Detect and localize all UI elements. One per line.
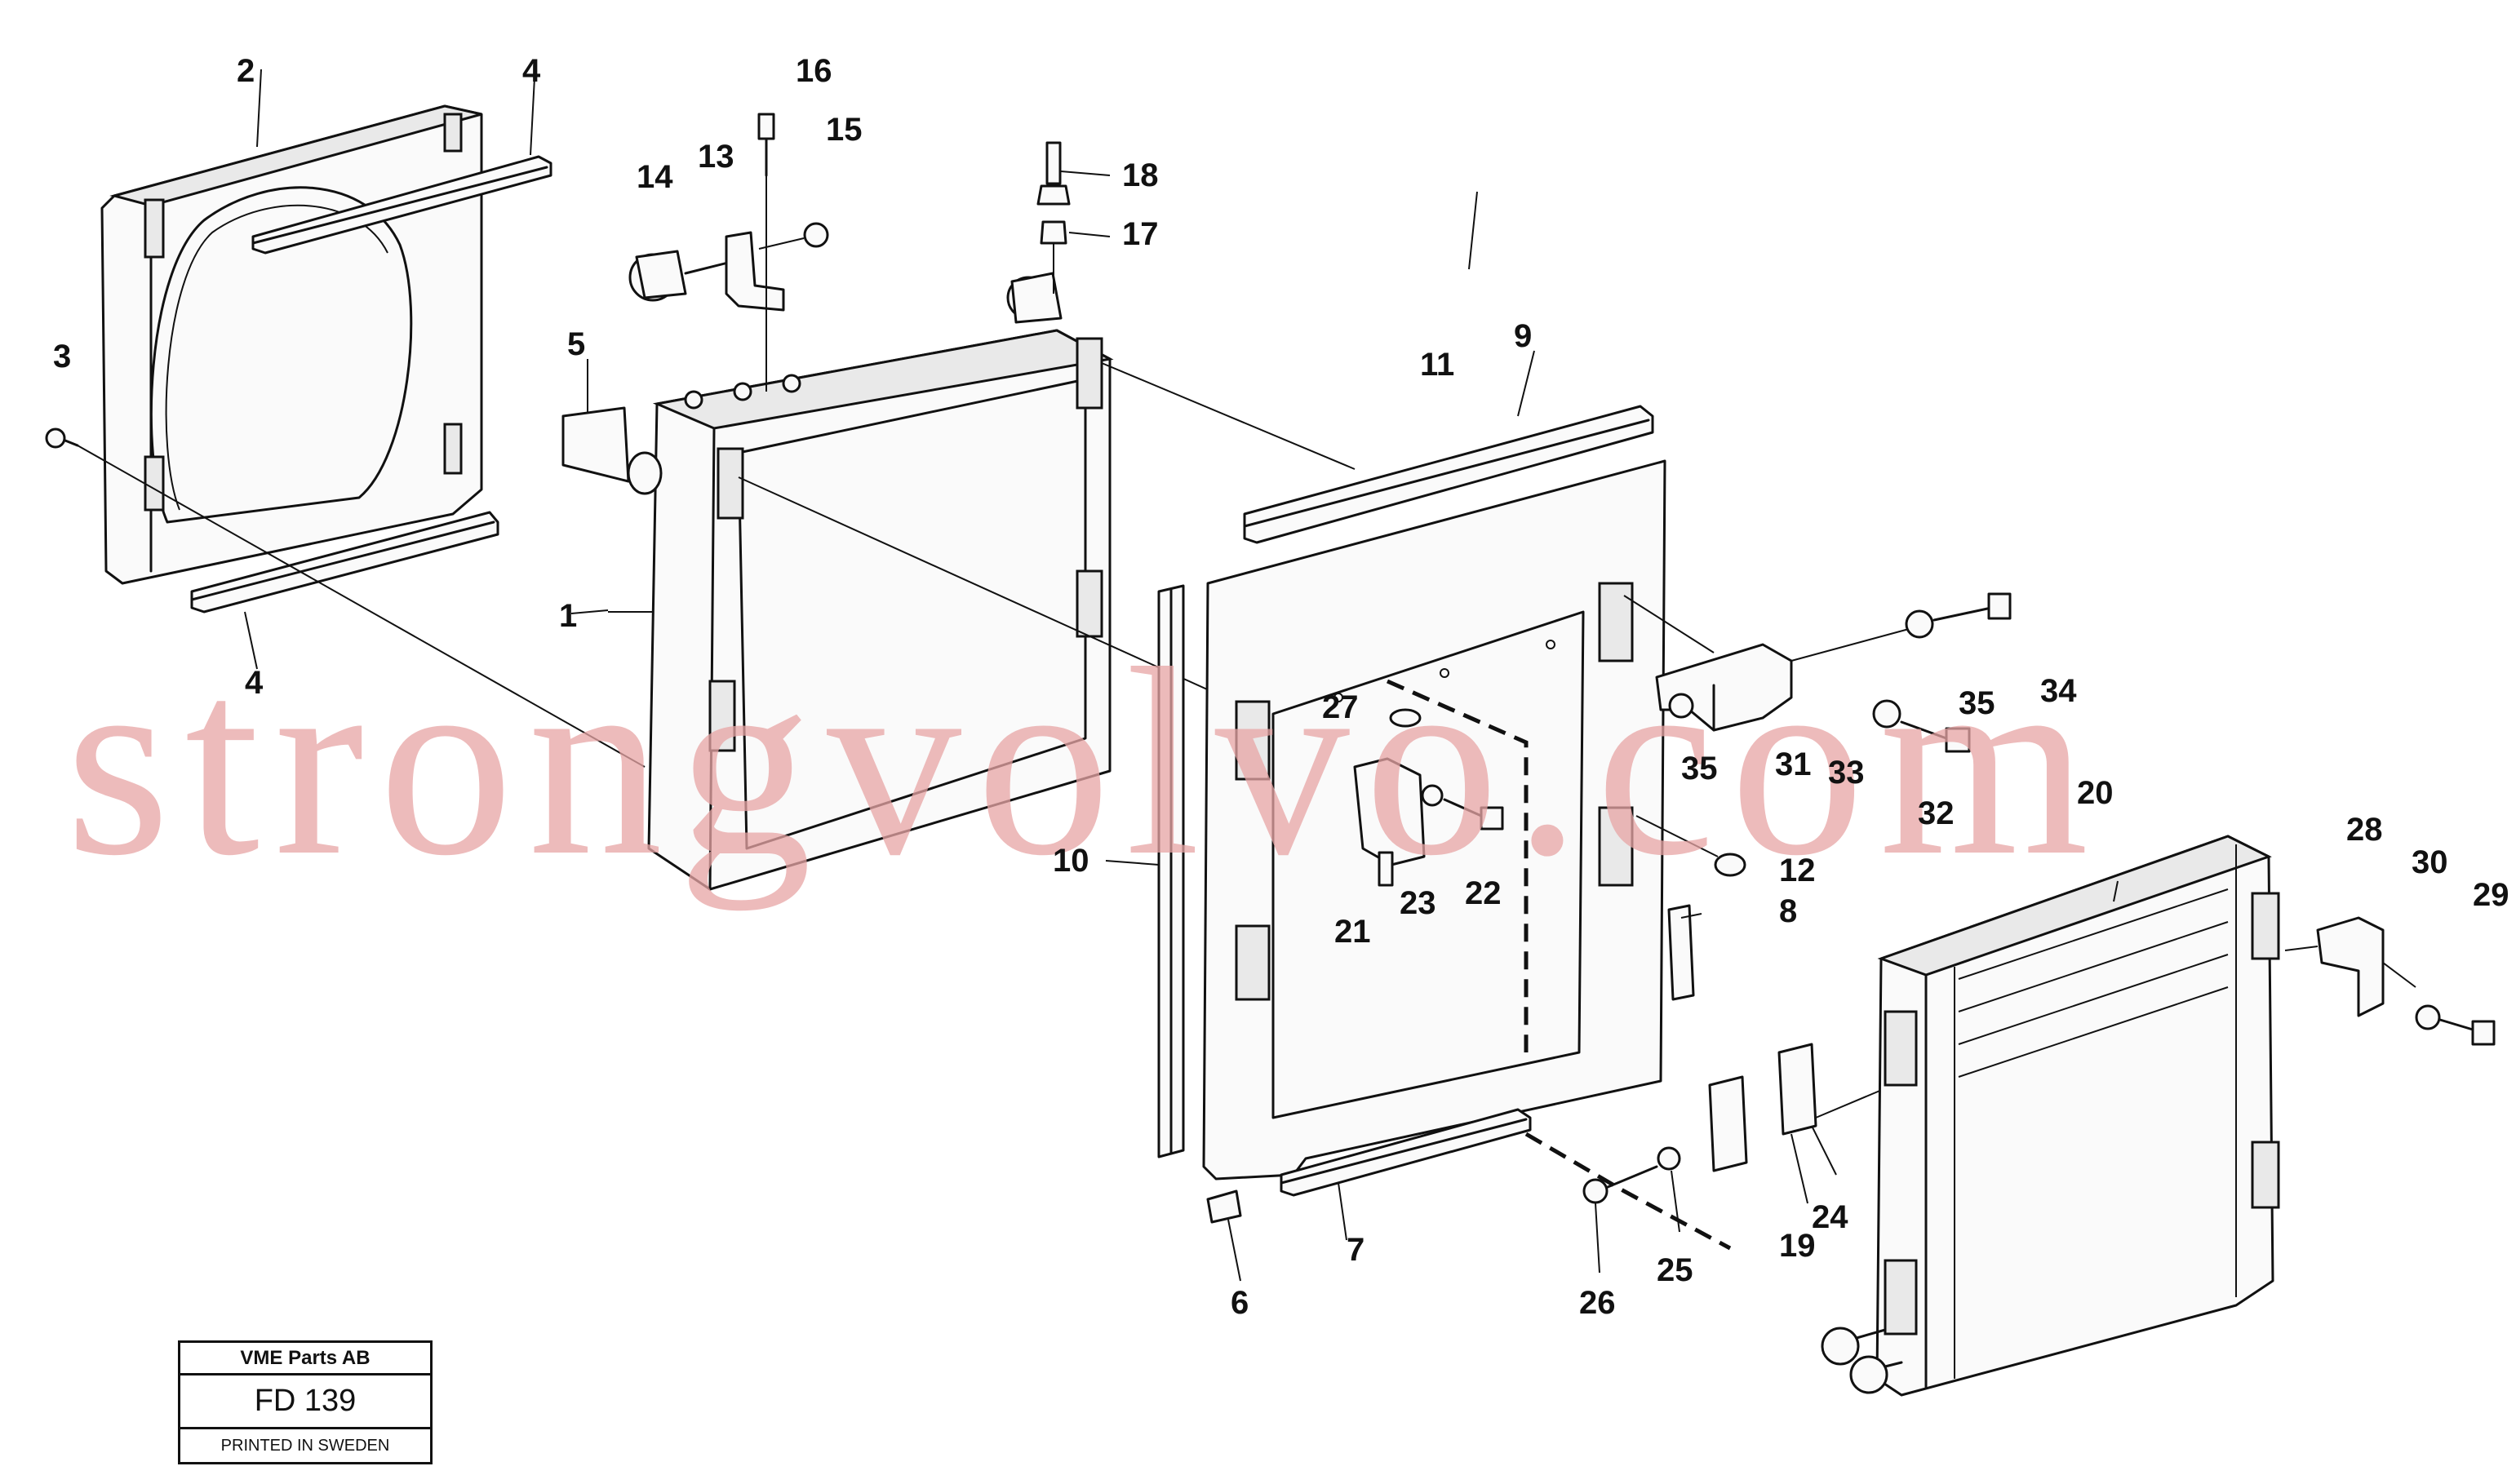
- diagram-code: FD 139: [180, 1375, 430, 1429]
- bracket-part-31: [1623, 592, 2012, 753]
- clip-part-6: [1206, 1189, 1242, 1224]
- title-block: VME Parts AB FD 139 PRINTED IN SWEDEN: [178, 1340, 433, 1464]
- fan-shroud-part-2: [100, 104, 483, 585]
- callout-11: 11: [1420, 347, 1454, 383]
- bracket-parts-28-29-30: [2284, 916, 2496, 1046]
- callout-16: 16: [796, 53, 832, 89]
- top-rail-part-9: [1243, 405, 1654, 544]
- callout-2: 2: [237, 53, 255, 89]
- callout-26: 26: [1579, 1285, 1616, 1321]
- callout-4-lower: 4: [245, 665, 264, 701]
- callout-35-upper: 35: [1959, 685, 1995, 721]
- strip-part-8: [1667, 904, 1695, 1001]
- callout-34: 34: [2040, 673, 2077, 709]
- callout-6: 6: [1231, 1285, 1249, 1321]
- bottom-rail-part-7: [1280, 1108, 1532, 1197]
- rubber-mount-top: [1006, 272, 1063, 324]
- callout-15: 15: [826, 112, 863, 148]
- rail-part-4-lower: [190, 511, 499, 614]
- stud-parts-17-18: [1036, 141, 1071, 294]
- callout-labels: 2 4 3 4 5 1 14 13 16 15 18 17 9 11 27 10…: [53, 53, 2509, 1321]
- grommet-part-12: [1635, 815, 1746, 877]
- callout-30: 30: [2412, 844, 2448, 880]
- callout-35-lower: 35: [1681, 751, 1718, 786]
- bracket-parts-19-24: [1582, 1043, 1894, 1204]
- callout-4-upper: 4: [522, 53, 541, 89]
- callout-5: 5: [567, 326, 585, 362]
- callout-22: 22: [1465, 875, 1502, 911]
- callout-14: 14: [637, 159, 673, 195]
- bolt-part-16: [757, 113, 775, 392]
- rail-part-4-upper: [251, 155, 552, 255]
- radiator-frame-part-1: [647, 295, 1114, 891]
- callout-18: 18: [1122, 157, 1159, 193]
- callout-7: 7: [1347, 1232, 1364, 1268]
- clip-part-5: [561, 406, 663, 495]
- callout-1: 1: [559, 598, 577, 634]
- callout-19: 19: [1779, 1228, 1816, 1264]
- callout-28: 28: [2346, 812, 2383, 848]
- callout-33: 33: [1828, 755, 1865, 791]
- printed-note: PRINTED IN SWEDEN: [220, 1436, 390, 1455]
- callout-20: 20: [2077, 775, 2114, 811]
- callout-32: 32: [1918, 795, 1955, 831]
- callout-10: 10: [1053, 843, 1089, 879]
- callout-24: 24: [1812, 1199, 1848, 1235]
- callout-3: 3: [53, 339, 71, 374]
- callout-8: 8: [1779, 893, 1797, 929]
- callout-9: 9: [1514, 318, 1532, 354]
- oil-cooler-part-20: [1821, 835, 2280, 1397]
- callout-21: 21: [1334, 914, 1371, 950]
- deflector-outline: [1386, 679, 1732, 1251]
- bracket-part-21: [1353, 708, 1504, 887]
- watermark-text: strongvolvo.com: [65, 614, 2103, 911]
- callout-29: 29: [2473, 877, 2509, 913]
- callout-25: 25: [1657, 1252, 1693, 1288]
- side-rail-part-10: [1157, 584, 1185, 1158]
- company-name: VME Parts AB: [180, 1343, 430, 1375]
- screw-part-3: [45, 427, 79, 449]
- callout-13: 13: [698, 139, 734, 175]
- bracket-group-13-14-15: [628, 222, 829, 312]
- callout-12: 12: [1779, 853, 1816, 888]
- callout-17: 17: [1122, 216, 1159, 252]
- callout-27: 27: [1322, 689, 1359, 725]
- shield-plate-part-11: [1202, 459, 1666, 1181]
- callout-31: 31: [1775, 746, 1812, 782]
- callout-23: 23: [1400, 885, 1436, 921]
